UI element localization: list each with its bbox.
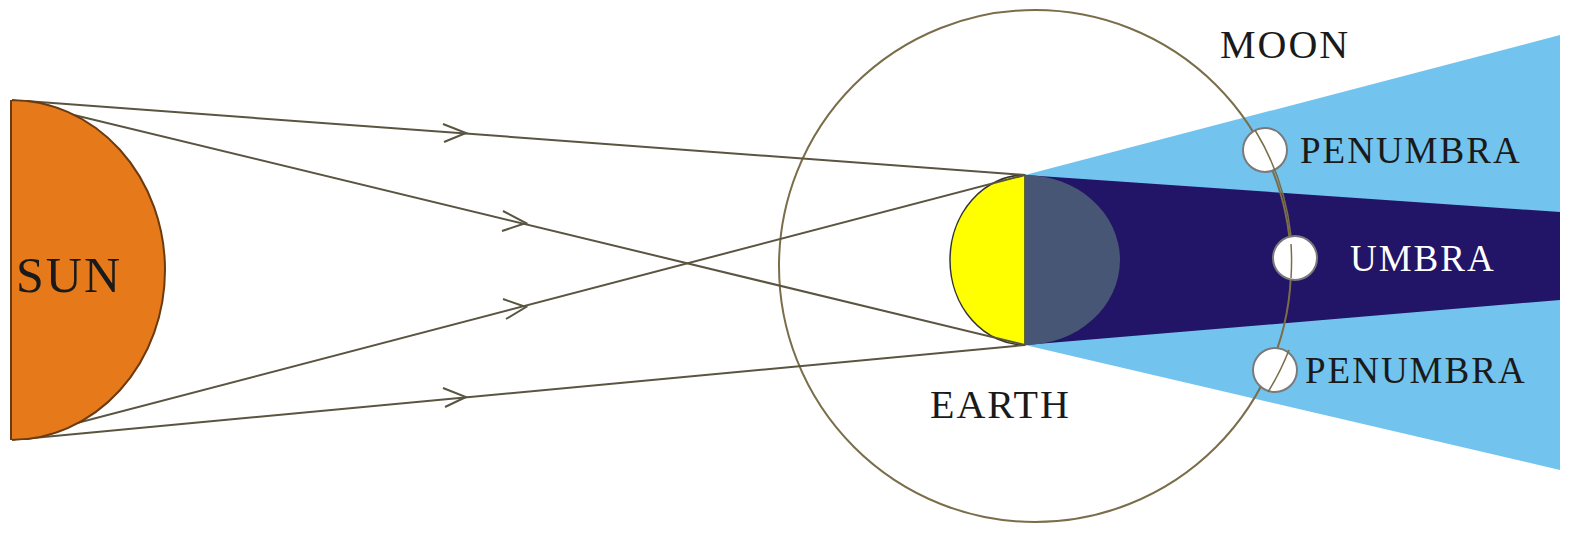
moon-orbit <box>779 10 1291 522</box>
penumbra-region <box>1025 35 1560 470</box>
umbra-label: UMBRA <box>1350 240 1496 277</box>
light-rays <box>12 100 1025 440</box>
penumbra-label: PENUMBRA <box>1300 132 1522 169</box>
umbra-region <box>1025 175 1560 345</box>
moon-label: MOON <box>1220 25 1350 65</box>
sun-shape: SUN <box>10 100 166 440</box>
penumbra-label: PENUMBRA <box>1305 352 1527 389</box>
earth-night-side <box>1025 175 1120 345</box>
earth-label: EARTH <box>930 385 1071 425</box>
orbit-over-moons <box>1255 130 1292 392</box>
sun-label: SUN <box>16 250 122 300</box>
earth-day-side <box>950 175 1025 345</box>
